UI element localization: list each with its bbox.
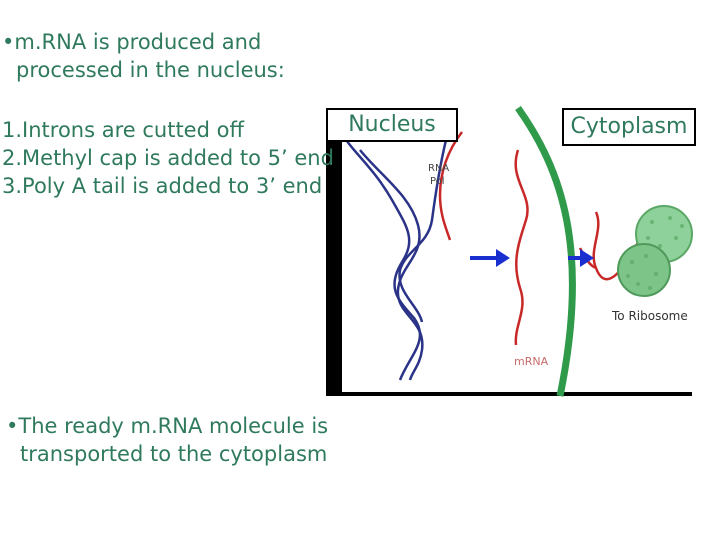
intro-line-1: •m.RNA is produced and — [2, 28, 285, 56]
nascent-rna — [438, 131, 463, 241]
dna-strand-2 — [338, 129, 422, 381]
processing-steps: 1.Introns are cutted off 2.Methyl cap is… — [2, 116, 334, 200]
bullet-icon: • — [6, 414, 19, 438]
rna-pol-label-line2: Pol — [430, 176, 445, 187]
cytoplasm-label: Cytoplasm — [562, 108, 696, 146]
intro-text-1: m.RNA is produced and — [14, 30, 262, 54]
mrna-nucleus — [514, 149, 529, 346]
nucleus-label: Nucleus — [326, 108, 458, 142]
intro-bullet: •m.RNA is produced and processed in the … — [2, 28, 285, 84]
step-item: 1.Introns are cutted off — [2, 118, 244, 142]
outro-text-1: The ready m.RNA molecule is — [18, 414, 329, 438]
ribosome-label: To Ribosome — [611, 309, 688, 323]
dna-strand-3 — [398, 139, 448, 323]
step-item: 2.Methyl cap is added to 5’ end — [2, 146, 334, 170]
nuclear-membrane — [515, 105, 576, 397]
ribosome-icon — [617, 205, 693, 297]
outro-line-1: •The ready m.RNA molecule is — [6, 412, 328, 440]
mrna-label: mRNA — [514, 355, 549, 368]
rna-pol-label-line1: RNA — [428, 163, 449, 174]
step-item: 3.Poly A tail is added to 3’ end — [2, 174, 323, 198]
outro-line-2: transported to the cytoplasm — [20, 442, 328, 466]
arrow-icon — [568, 249, 594, 267]
intro-line-2: processed in the nucleus: — [16, 58, 285, 82]
bullet-icon: • — [2, 30, 15, 54]
outro-bullet: •The ready m.RNA molecule is transported… — [6, 412, 328, 468]
dna-strand-1 — [359, 149, 424, 381]
arrow-icon — [470, 249, 510, 267]
